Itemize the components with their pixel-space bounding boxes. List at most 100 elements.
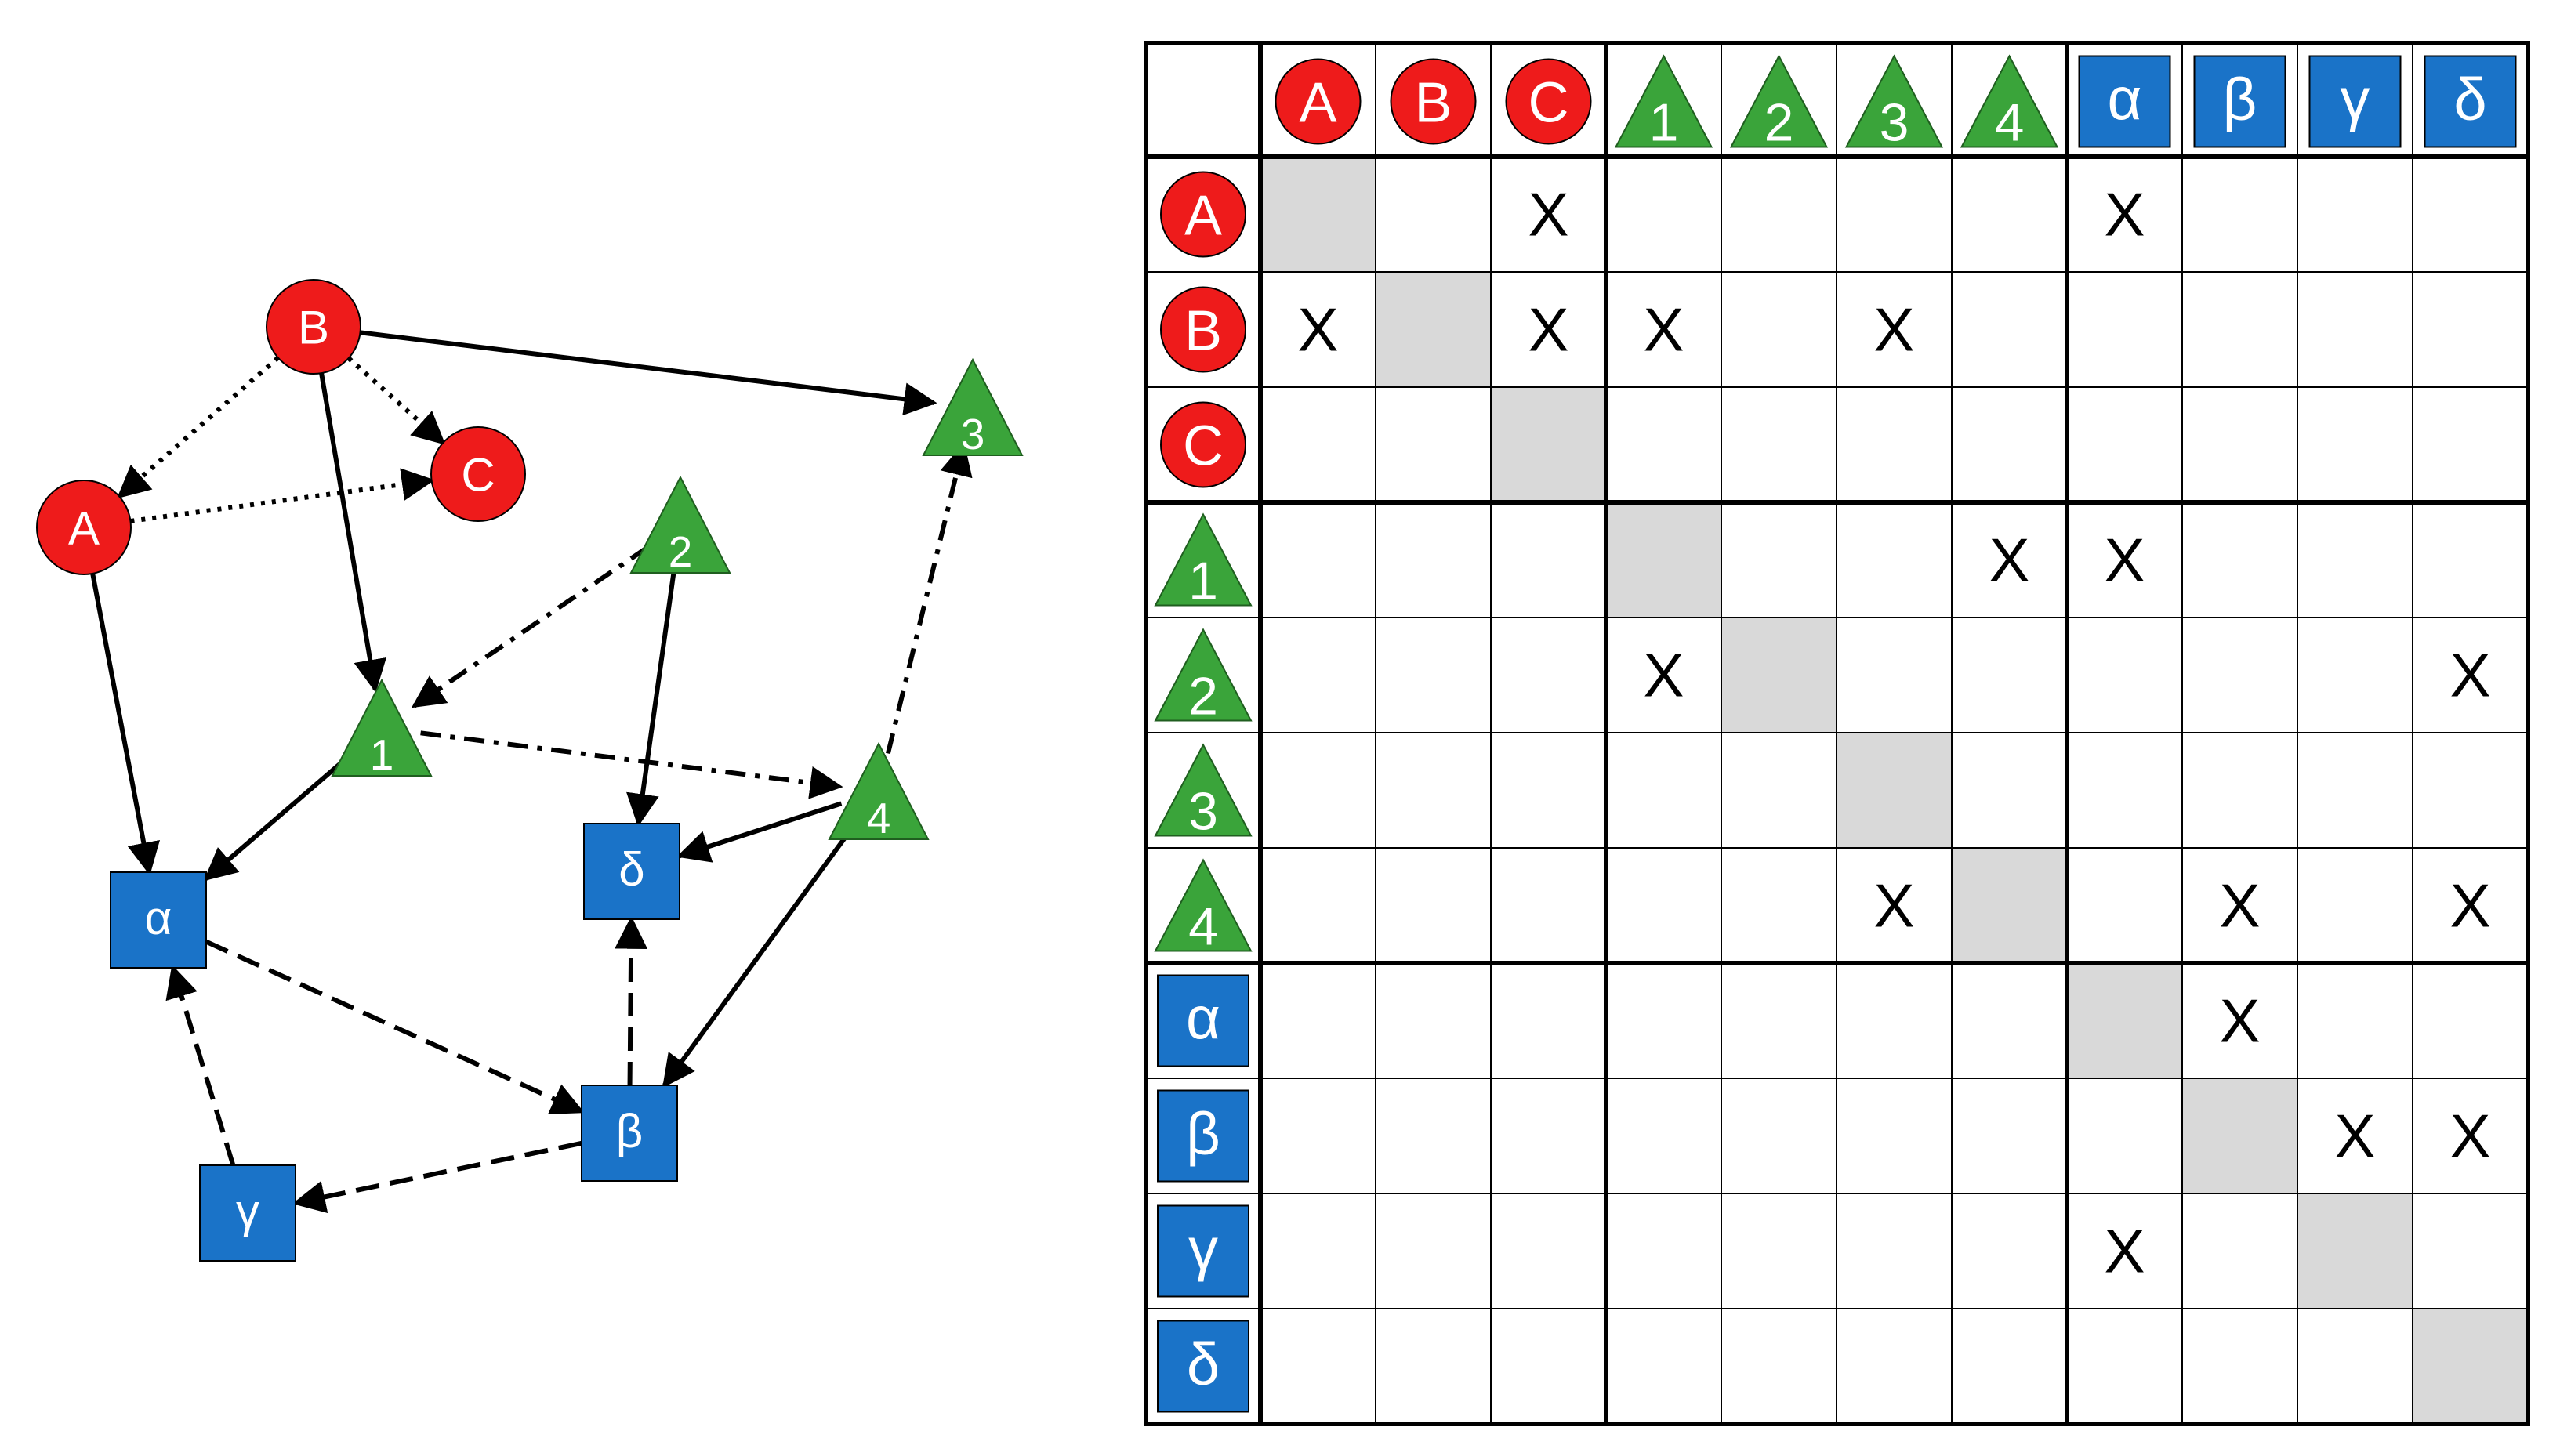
diagonal-cell-3 — [1837, 733, 1952, 848]
matrix-mark-A-alpha: X — [2104, 180, 2145, 249]
row-header-A: A — [1160, 171, 1246, 258]
edge-B-to-3 — [360, 330, 937, 416]
row-header-A-label: A — [1184, 184, 1222, 247]
edge-A-to-C — [130, 468, 435, 523]
column-header-delta-label: δ — [2453, 66, 2486, 132]
graph-node-C-shape — [430, 426, 526, 522]
matrix-mark-4-delta: X — [2449, 871, 2490, 940]
matrix-mark-alpha-beta: X — [2219, 987, 2260, 1056]
matrix-mark-beta-gamma: X — [2334, 1102, 2375, 1171]
row-header-2: 2 — [1154, 628, 1253, 726]
edge-alpha-to-beta — [205, 939, 585, 1114]
matrix-mark-B-C: X — [1528, 295, 1568, 364]
matrix-group-separators — [1144, 41, 2530, 1426]
diagonal-cell-C — [1491, 387, 1606, 502]
row-header-1-shape — [1154, 512, 1253, 607]
matrix-mark-1-alpha: X — [2104, 526, 2145, 595]
graph-node-2-shape — [629, 475, 731, 574]
column-header-C-label: C — [1528, 71, 1569, 134]
graph-node-gamma-label: γ — [236, 1185, 259, 1237]
graph-node-B-label: B — [298, 302, 329, 354]
column-header-2: 2 — [1729, 54, 1829, 153]
edge-B-to-A — [117, 356, 280, 499]
matrix-mark-4-beta: X — [2219, 871, 2260, 940]
column-header-B: B — [1390, 58, 1477, 145]
row-header-beta-shape — [1157, 1089, 1249, 1183]
graph-node-A-shape — [36, 480, 132, 575]
matrix-mark-A-C: X — [1528, 180, 1568, 249]
edge-gamma-to-alpha — [165, 964, 236, 1166]
row-header-B-label: B — [1184, 299, 1222, 362]
column-header-3-label: 3 — [1880, 93, 1909, 153]
column-header-alpha: α — [2078, 55, 2171, 148]
graph-node-alpha-shape — [110, 871, 207, 969]
matrix-mark-4-3: X — [1873, 871, 1914, 940]
column-header-1-shape — [1614, 54, 1713, 148]
edge-A-to-alpha — [90, 573, 161, 876]
row-header-B-shape — [1160, 286, 1246, 373]
column-header-C: C — [1505, 58, 1592, 145]
edge-2-to-1 — [411, 545, 650, 708]
graph-node-B-shape — [266, 279, 361, 375]
graph-node-1-shape — [331, 678, 433, 777]
column-header-gamma-label: γ — [2341, 66, 2370, 132]
row-header-gamma-label: γ — [1188, 1215, 1218, 1282]
column-header-4-label: 4 — [1995, 93, 2025, 153]
graph-node-A: A — [36, 480, 132, 575]
column-header-beta: β — [2193, 55, 2286, 148]
diagonal-cell-A — [1260, 157, 1376, 272]
column-header-1-label: 1 — [1649, 93, 1679, 153]
row-header-3-label: 3 — [1188, 782, 1218, 842]
graph-node-4: 4 — [828, 741, 930, 842]
graph-node-3-label: 3 — [961, 410, 985, 458]
row-header-alpha-label: α — [1186, 985, 1220, 1052]
diagonal-cell-4 — [1952, 848, 2067, 963]
column-header-beta-shape — [2193, 55, 2286, 148]
edge-4-to-3 — [885, 442, 973, 755]
row-header-1-label: 1 — [1188, 552, 1218, 611]
graph-node-C: C — [430, 426, 526, 522]
graph-node-beta-label: β — [616, 1105, 644, 1157]
row-header-delta-label: δ — [1187, 1331, 1220, 1397]
graph-node-C-label: C — [461, 449, 495, 502]
matrix-mark-2-delta: X — [2449, 641, 2490, 710]
column-header-4-shape — [1960, 54, 2059, 148]
row-header-gamma: γ — [1157, 1204, 1249, 1298]
row-header-B: B — [1160, 286, 1246, 373]
edge-beta-to-gamma — [292, 1140, 582, 1214]
column-header-beta-label: β — [2223, 66, 2257, 132]
diagonal-cell-1 — [1606, 502, 1721, 618]
column-header-gamma: γ — [2308, 55, 2402, 148]
column-header-B-label: B — [1414, 71, 1452, 134]
graph-node-4-label: 4 — [867, 794, 891, 842]
matrix-mark-beta-delta: X — [2449, 1102, 2490, 1171]
edge-B-to-C — [346, 356, 446, 445]
column-header-4: 4 — [1960, 54, 2059, 153]
diagonal-cell-gamma — [2297, 1193, 2413, 1309]
graph-edges — [90, 330, 973, 1214]
graph-node-delta-label: δ — [618, 843, 644, 896]
row-header-4-label: 4 — [1188, 897, 1218, 957]
row-header-alpha: α — [1157, 974, 1249, 1067]
row-header-C-label: C — [1183, 415, 1224, 477]
graph-node-1: 1 — [331, 678, 433, 779]
row-header-2-label: 2 — [1188, 667, 1218, 726]
graph-node-A-label: A — [68, 502, 100, 555]
diagonal-cell-delta — [2413, 1309, 2528, 1424]
row-header-C-shape — [1160, 401, 1246, 488]
column-header-1: 1 — [1614, 54, 1713, 153]
graph-node-delta-shape — [583, 823, 680, 920]
column-header-2-label: 2 — [1764, 93, 1794, 153]
row-header-beta-label: β — [1186, 1100, 1220, 1167]
graph-node-1-label: 1 — [370, 730, 394, 779]
matrix-mark-B-A: X — [1297, 295, 1338, 364]
edge-B-to-1 — [319, 372, 386, 693]
edge-1-to-4 — [420, 730, 843, 799]
graph-node-gamma: γ — [199, 1164, 296, 1262]
column-header-delta: δ — [2424, 55, 2517, 148]
graph-node-gamma-shape — [199, 1164, 296, 1262]
matrix-mark-B-1: X — [1643, 295, 1684, 364]
